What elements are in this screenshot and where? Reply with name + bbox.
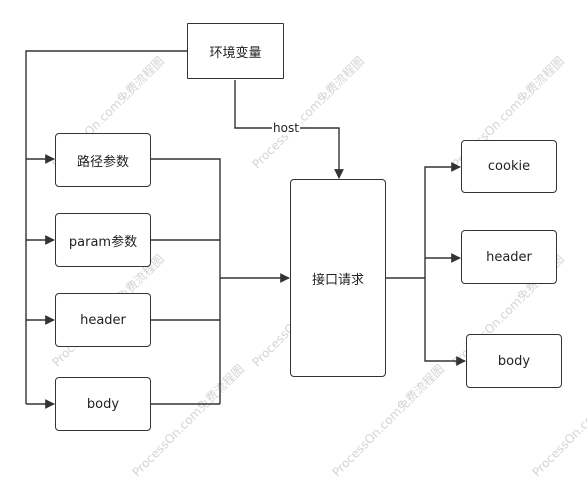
host-edge-label: host — [272, 121, 300, 135]
api-to-body — [424, 278, 466, 366]
env-bus-line — [25, 50, 187, 404]
api-request-node: 接口请求 — [290, 179, 386, 377]
api-to-cookie — [424, 162, 461, 278]
param-params-node: param参数 — [55, 213, 151, 267]
path-params-out — [151, 158, 221, 404]
header-output-node: header — [461, 230, 557, 284]
diagram-canvas: ProcessOn.com免费流程图 ProcessOn.com免费流程图 Pr… — [25, 23, 587, 479]
cookie-output-node: cookie — [461, 140, 557, 193]
header-input-node: header — [55, 293, 151, 347]
env-vars-node: 环境变量 — [187, 23, 284, 79]
path-params-node: 路径参数 — [55, 133, 151, 187]
body-output-node: body — [466, 334, 562, 388]
body-input-node: body — [55, 377, 151, 431]
